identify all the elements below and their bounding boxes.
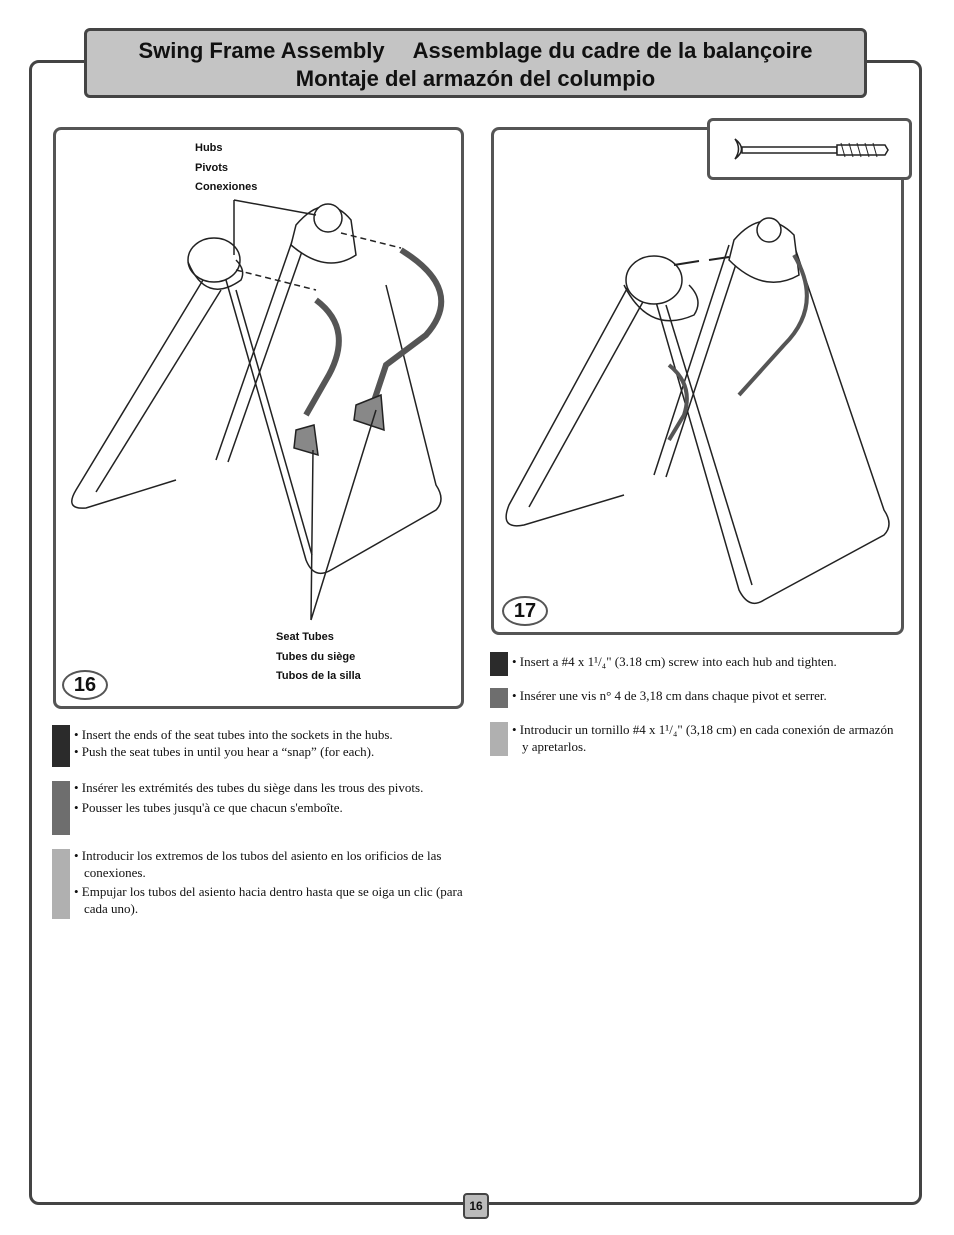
step-17-fr-line: • Insérer une vis n° 4 de 3,18 cm dans c… xyxy=(512,688,827,703)
french-bar xyxy=(490,688,508,708)
step-16-en-line: • Insert the ends of the seat tubes into… xyxy=(74,727,393,742)
hubs-label-en: Hubs xyxy=(195,142,223,154)
step-16-french: • Insérer les extrémités des tubes du si… xyxy=(74,780,424,816)
screw-icon xyxy=(734,138,889,160)
spanish-bar xyxy=(52,849,70,919)
page-title: Swing Frame Assembly Assemblage du cadre … xyxy=(84,28,867,98)
step-16-fr-line: • Pousser les tubes jusqu'à ce que chacu… xyxy=(74,799,343,815)
hubs-label: Hubs Pivots Conexiones xyxy=(195,139,257,198)
title-spanish: Montaje del armazón del columpio xyxy=(295,66,656,91)
step-17-es-line: • Introducir un tornillo #4 x 1¹/₄" (3,1… xyxy=(512,722,894,754)
english-bar xyxy=(490,652,508,676)
step-16-panel xyxy=(53,127,464,709)
screw-callout xyxy=(707,118,912,180)
step-16-fr-line: • Insérer les extrémités des tubes du si… xyxy=(74,780,424,795)
english-bar xyxy=(52,725,70,767)
step-17-english: • Insert a #4 x 1¹/₄" (3.18 cm) screw in… xyxy=(512,654,922,671)
page-number: 16 xyxy=(463,1193,489,1219)
step-17-number: 17 xyxy=(502,596,548,626)
step-16-english: • Insert the ends of the seat tubes into… xyxy=(74,727,464,760)
seat-tubes-label-es: Tubos de la silla xyxy=(276,670,361,682)
step-17-french: • Insérer une vis n° 4 de 3,18 cm dans c… xyxy=(512,688,922,705)
step-17-illustration xyxy=(505,217,890,605)
step-16-en-line: • Push the seat tubes in until you hear … xyxy=(74,743,375,759)
title-french: Assemblage du cadre de la balançoire xyxy=(412,38,813,63)
seat-tubes-label: Seat Tubes Tubes du siège Tubos de la si… xyxy=(276,628,361,687)
step-16-es-line: • Introducir los extremos de los tubos d… xyxy=(74,848,442,880)
step-16-illustration xyxy=(71,199,445,621)
seat-tubes-label-en: Seat Tubes xyxy=(276,631,334,643)
hubs-label-fr: Pivots xyxy=(195,161,229,174)
step-16-es-line: • Empujar los tubos del asiento hacia de… xyxy=(74,884,463,916)
title-english: Swing Frame Assembly xyxy=(138,38,385,63)
step-17-spanish: • Introducir un tornillo #4 x 1¹/₄" (3,1… xyxy=(512,722,902,755)
step-16-spanish: • Introducir los extremos de los tubos d… xyxy=(74,848,466,917)
hubs-label-es: Conexiones xyxy=(195,181,258,193)
spanish-bar xyxy=(490,722,508,756)
step-16-number: 16 xyxy=(62,670,108,700)
step-17-en-line: • Insert a #4 x 1¹/₄" (3.18 cm) screw in… xyxy=(512,654,837,669)
french-bar xyxy=(52,781,70,835)
seat-tubes-label-fr: Tubes du siège xyxy=(276,650,356,663)
